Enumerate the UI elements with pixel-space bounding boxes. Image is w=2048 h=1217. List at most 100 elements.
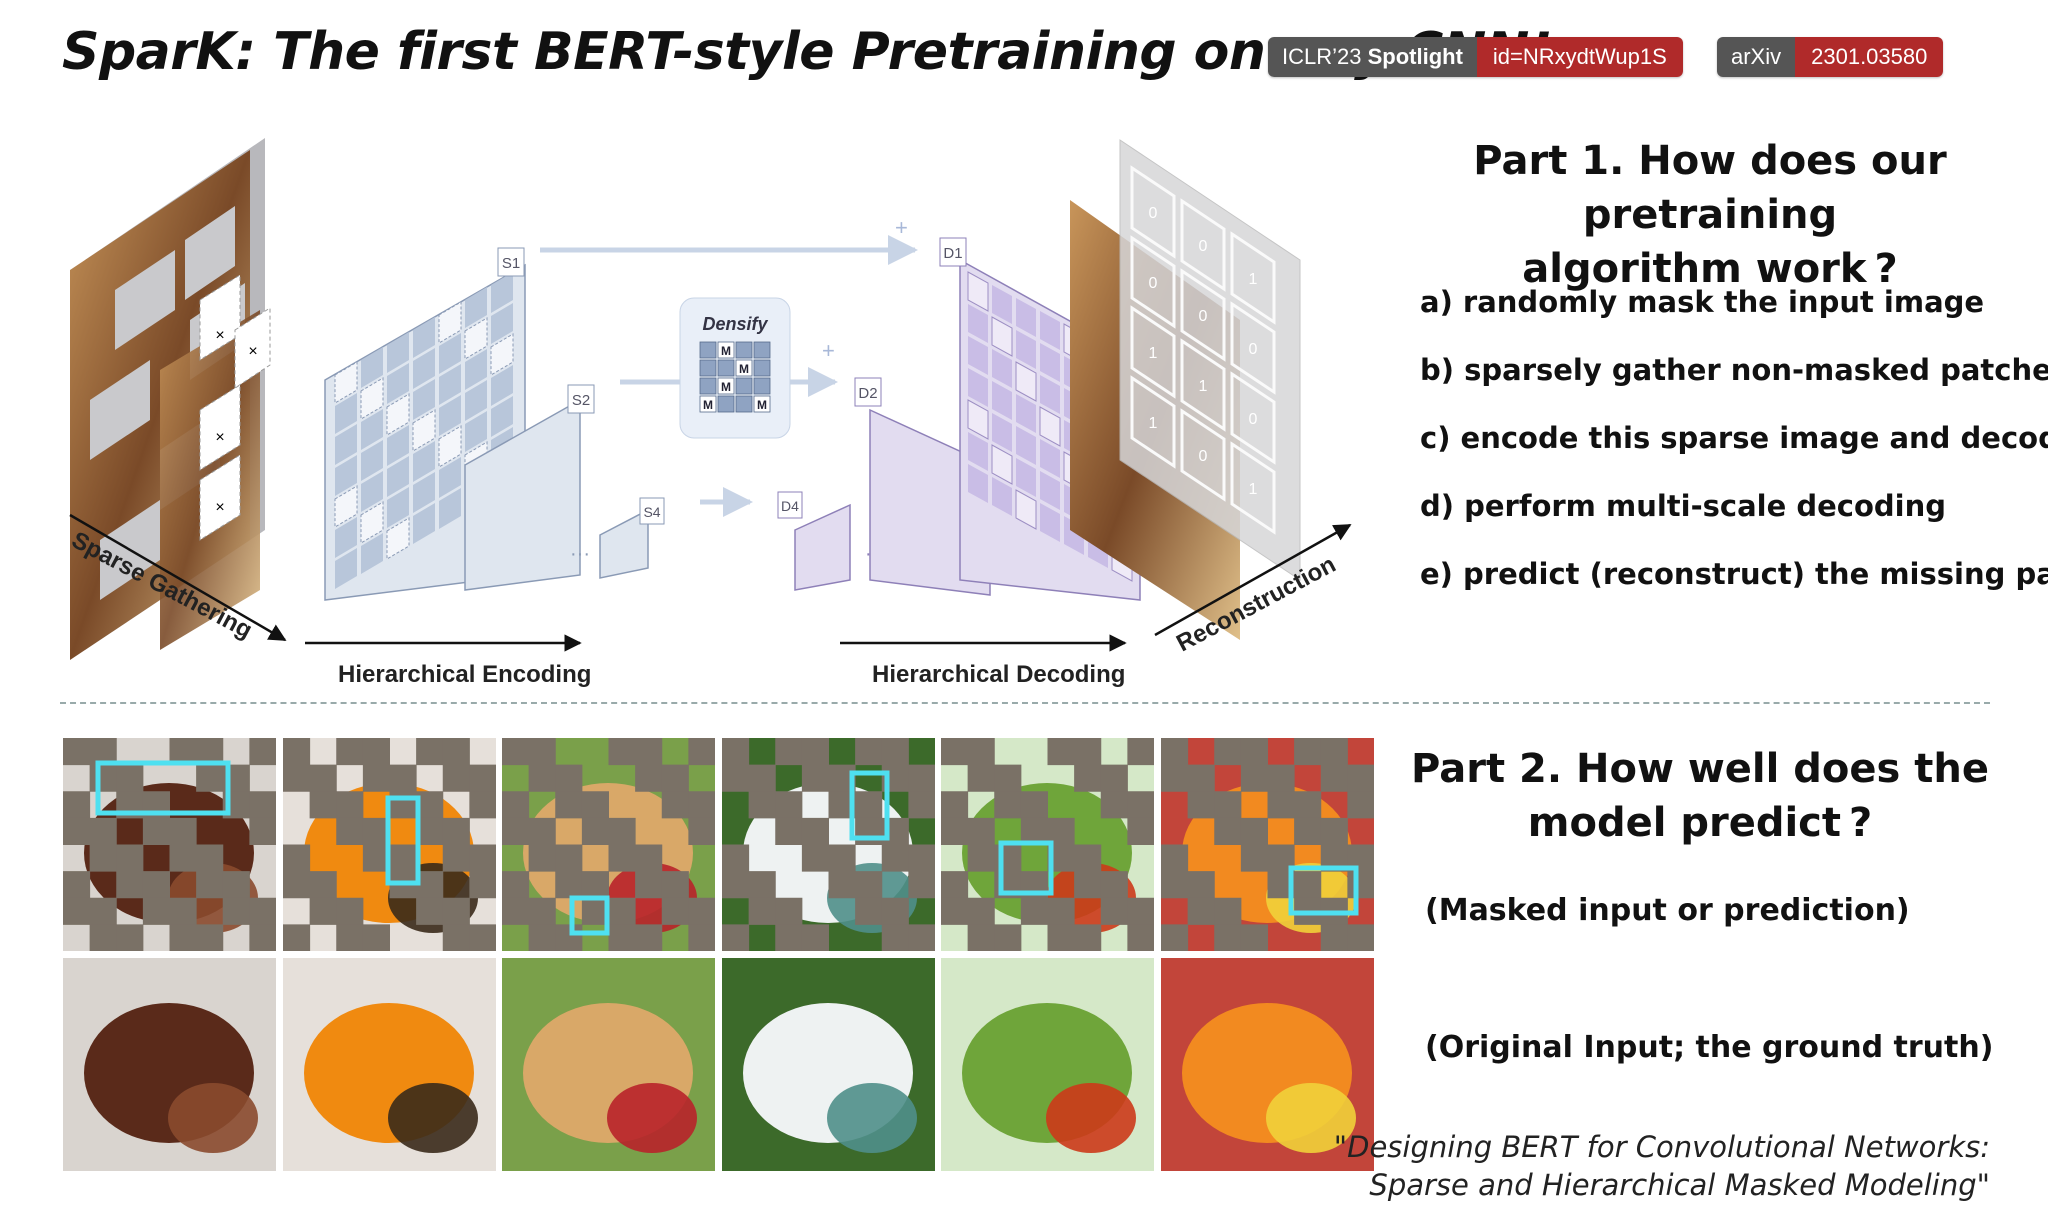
- mask-patch: [967, 738, 995, 766]
- mask-patch: [555, 871, 583, 899]
- s1-cell: [361, 347, 383, 388]
- mask-patch: [1267, 764, 1295, 792]
- mask-patch: [941, 817, 969, 845]
- mask-patch: [722, 844, 750, 872]
- mask-patch: [994, 844, 1022, 872]
- mask-bit: 0: [1149, 205, 1158, 222]
- mask-patch: [1074, 844, 1102, 872]
- mask-patch: [336, 817, 364, 845]
- mask-patch: [63, 871, 91, 899]
- mask-patch: [528, 924, 556, 951]
- mask-patch: [1347, 924, 1374, 951]
- mask-patch: [249, 817, 276, 845]
- mask-patch: [581, 817, 609, 845]
- mask-patch: [555, 764, 583, 792]
- mask-patch: [142, 817, 170, 845]
- mask-patch: [249, 924, 276, 951]
- mask-patch: [336, 791, 364, 819]
- mask-patch: [469, 871, 496, 899]
- mask-x: ×: [215, 429, 224, 446]
- s1-cell: [334, 361, 358, 404]
- s1-cell: [335, 393, 357, 434]
- mask-bit: 1: [1149, 415, 1158, 432]
- s1-cell: [387, 332, 409, 373]
- mask-patch: [283, 764, 311, 792]
- s1-cell: [360, 501, 384, 544]
- mask-patch: [1161, 844, 1189, 872]
- d1-cell: [968, 432, 988, 471]
- mask-patch: [855, 791, 883, 819]
- d1-cell: [1016, 330, 1036, 369]
- prediction-highlight-box: [1288, 865, 1359, 916]
- mask-patch: [336, 897, 364, 925]
- mask-patch: [442, 738, 470, 766]
- encoder-ellipsis: ···: [570, 543, 590, 565]
- mask-patch: [908, 791, 935, 819]
- densify-cell: [753, 377, 771, 395]
- mask-patch: [442, 817, 470, 845]
- mask-patch: [775, 924, 803, 951]
- mask-patch: [1020, 817, 1048, 845]
- mask-patch: [1267, 791, 1295, 819]
- mask-token: M: [739, 362, 749, 376]
- arxiv-badge[interactable]: arXiv 2301.03580: [1717, 37, 1944, 77]
- mask-patch: [416, 738, 444, 766]
- mask-patch: [688, 924, 715, 951]
- mask-patch: [722, 924, 750, 951]
- mask-patch: [635, 924, 663, 951]
- d1-cell: [1040, 343, 1060, 382]
- mask-patch: [1320, 924, 1348, 951]
- mask-patch: [1294, 738, 1322, 766]
- mask-token: M: [721, 344, 731, 358]
- mask-x: ×: [215, 327, 224, 344]
- s1-cell: [439, 364, 461, 405]
- mask-patch: [283, 844, 311, 872]
- mask-patch: [416, 791, 444, 819]
- arxiv-number: 2301.03580: [1795, 37, 1944, 77]
- s1-cell: [413, 317, 435, 358]
- mask-patch: [828, 844, 856, 872]
- part2-title: Part 2. How well does the model predict …: [1410, 742, 1990, 850]
- s1-cell: [335, 424, 357, 465]
- decoder-feature-d4: D4: [777, 491, 851, 591]
- iclr-badge[interactable]: ICLR’23 Spotlight id=NRxydtWup1S: [1268, 37, 1683, 77]
- s1-cell: [335, 517, 357, 558]
- mask-patch: [881, 897, 909, 925]
- mask-patch: [608, 817, 636, 845]
- d1-cell: [1040, 439, 1060, 478]
- mask-patch: [635, 738, 663, 766]
- mask-patch: [1294, 871, 1322, 899]
- mask-patch: [116, 764, 144, 792]
- mask-patch: [528, 817, 556, 845]
- d1-cell: [992, 285, 1012, 324]
- mask-patch: [1161, 871, 1189, 899]
- mask-patch: [801, 924, 829, 951]
- mask-patch: [581, 871, 609, 899]
- s1-cell: [361, 471, 383, 512]
- mask-patch: [283, 871, 311, 899]
- s1-cell: [464, 317, 488, 360]
- encoder-feature-s4: S4: [599, 497, 665, 579]
- s1-cell: [361, 440, 383, 481]
- hierarchical-encoding-label: Hierarchical Encoding: [338, 661, 591, 688]
- mask-patch: [1100, 871, 1128, 899]
- masked-image-citrus: [1161, 738, 1374, 951]
- mask-patch: [555, 791, 583, 819]
- mask-patch: [116, 924, 144, 951]
- mask-x: ×: [248, 343, 257, 360]
- part2-title-line1: Part 2. How well does the: [1411, 746, 1989, 792]
- mask-patch: [801, 738, 829, 766]
- s1-label: S1: [502, 255, 520, 272]
- s1-cell: [491, 303, 513, 344]
- mask-patch: [89, 817, 117, 845]
- mask-patch: [1020, 897, 1048, 925]
- mask-patch: [941, 897, 969, 925]
- mask-patch: [661, 764, 689, 792]
- mask-patch: [1240, 844, 1268, 872]
- mask-patch: [908, 924, 935, 951]
- densify-cell: [717, 377, 735, 395]
- original-image-golf-ball: [722, 958, 935, 1171]
- mask-patch: [222, 871, 250, 899]
- mask-patch: [116, 871, 144, 899]
- s1-cell: [413, 503, 435, 544]
